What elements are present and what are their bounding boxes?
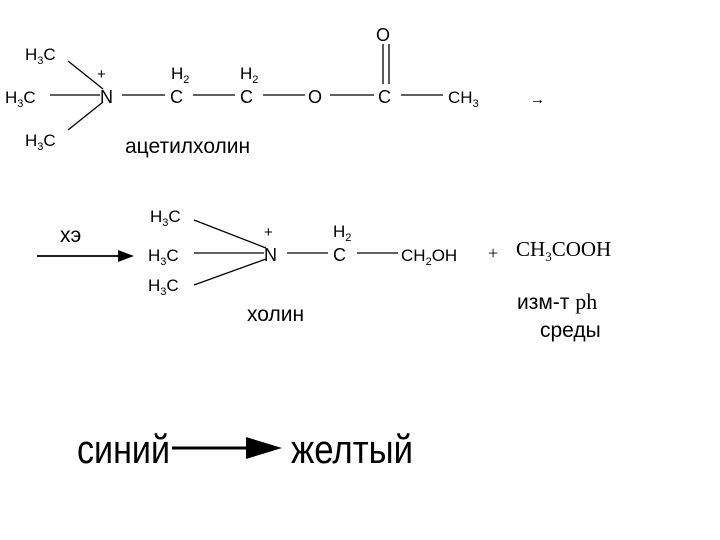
color-arrow-head	[246, 437, 282, 459]
methyl-bottom: H3C	[25, 131, 56, 153]
ester-oxygen: O	[308, 87, 322, 107]
nitrogen-atom: N	[100, 87, 113, 107]
methyl-top: H3C	[150, 207, 181, 229]
methyl-end: CH3	[448, 88, 479, 110]
methyl-middle: H3C	[148, 246, 179, 268]
methyl-middle: H3C	[5, 88, 36, 110]
h2-label: H2	[333, 222, 351, 244]
positive-charge: +	[264, 224, 273, 241]
color-from: синий	[77, 428, 170, 472]
enzyme-label: хэ	[60, 224, 81, 247]
choline-name: холин	[247, 303, 304, 326]
color-to: желтый	[291, 428, 413, 472]
choline-structure: H3C H3C H3C + N H2 C CH2OH холин	[148, 207, 457, 326]
carbonyl-oxygen: O	[376, 25, 390, 45]
plus-sign: +	[488, 243, 498, 263]
carbon-atom: C	[333, 245, 346, 265]
carbonyl-carbon: C	[378, 87, 391, 107]
ch2oh-group: CH2OH	[401, 246, 457, 268]
ph-change-line-1: изм-т ph	[517, 289, 597, 314]
arrow-head	[118, 250, 134, 262]
bond-ch3top-n	[193, 219, 267, 249]
reaction-arrow-symbol: →	[530, 92, 545, 108]
color-change: синий желтый	[77, 428, 413, 472]
nitrogen-atom: N	[264, 245, 277, 265]
positive-charge: +	[97, 66, 106, 83]
bond-ch3bot-n	[67, 101, 104, 131]
carbon-2: C	[240, 87, 253, 107]
acetylcholine-structure: H3C H3C H3C + N H2 C H2 C O O C CH3 ацет…	[5, 25, 545, 158]
bond-ch3bot-n	[193, 258, 267, 286]
ph-change-line-2: среды	[540, 319, 601, 342]
methyl-bottom: H3C	[148, 276, 179, 298]
methyl-top: H3C	[25, 45, 56, 67]
acetylcholine-name: ацетилхолин	[125, 135, 250, 158]
carbon-1: C	[170, 87, 183, 107]
h2-label-2: H2	[240, 64, 258, 86]
acetic-acid-formula: CH3COOH	[516, 237, 611, 264]
hydrolysis-arrow: хэ	[37, 224, 134, 262]
acetic-acid: + CH3COOH изм-т ph среды	[488, 237, 611, 342]
bond-ch3top-n	[67, 60, 104, 90]
h2-label-1: H2	[171, 64, 189, 86]
